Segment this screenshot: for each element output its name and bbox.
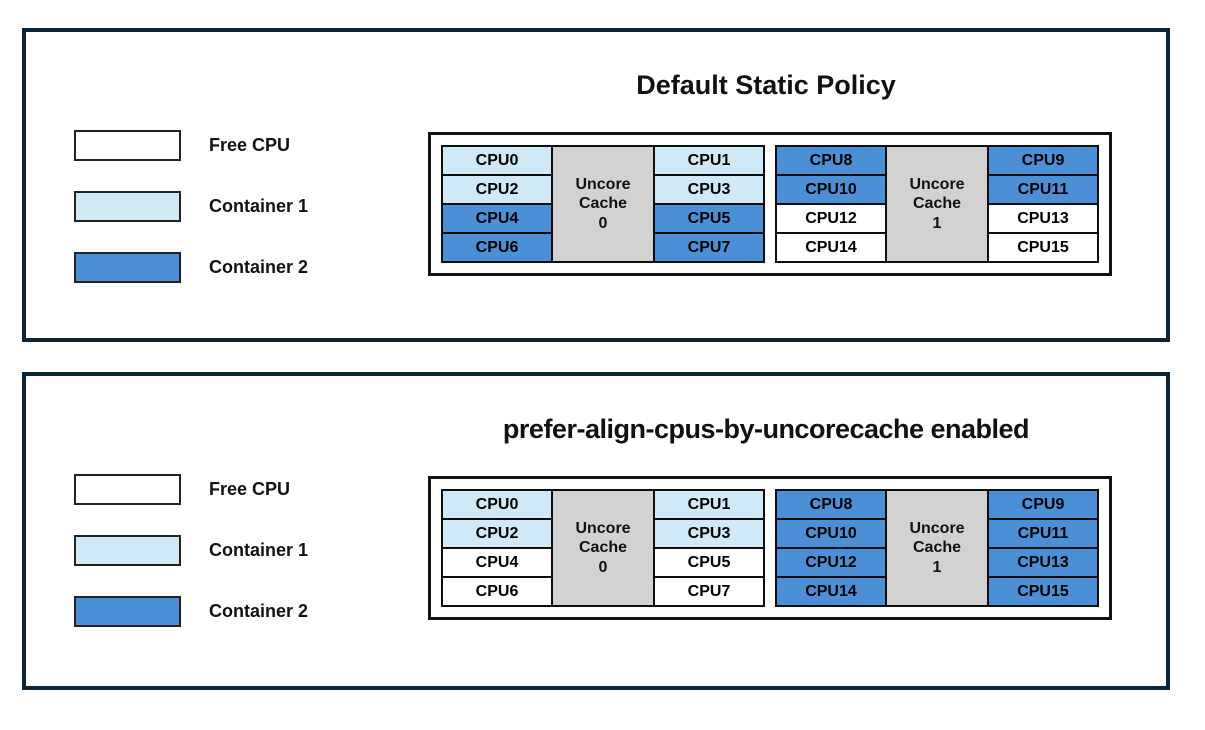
cpu-cell-cpu8: CPU8 (775, 489, 887, 520)
legend-swatch-free (74, 130, 181, 161)
legend-label: Container 2 (209, 257, 309, 277)
cpu-cell-cpu15: CPU15 (987, 232, 1099, 263)
legend-swatch-container1 (74, 535, 181, 566)
policy-panel-default-static: Default Static Policy Free CPU Container … (22, 28, 1170, 342)
panel-title: Default Static Policy (636, 70, 896, 100)
cpu-cell-cpu13: CPU13 (987, 203, 1099, 234)
cpu-cell-cpu12: CPU12 (775, 547, 887, 578)
uncore-cache-box-0: Uncore Cache 0 (551, 489, 655, 607)
legend-row-free: Free CPU (74, 474, 290, 505)
legend-row-free: Free CPU (74, 130, 290, 161)
legend-swatch-container1 (74, 191, 181, 222)
cpu-cell-cpu13: CPU13 (987, 547, 1099, 578)
cpu-cell-cpu14: CPU14 (775, 232, 887, 263)
cpu-cell-cpu6: CPU6 (441, 576, 553, 607)
panel-title: prefer-align-cpus-by-uncorecache enabled (502, 414, 1030, 444)
cpu-cell-cpu4: CPU4 (441, 203, 553, 234)
cpu-cell-cpu4: CPU4 (441, 547, 553, 578)
cpu-cell-cpu14: CPU14 (775, 576, 887, 607)
cpu-cell-cpu7: CPU7 (653, 576, 765, 607)
cpu-cell-cpu11: CPU11 (987, 518, 1099, 549)
uncore-cache-box-0: Uncore Cache 0 (551, 145, 655, 263)
cpu-cell-cpu12: CPU12 (775, 203, 887, 234)
legend-label: Container 1 (209, 540, 309, 560)
cpu-cell-cpu7: CPU7 (653, 232, 765, 263)
cpu-cell-cpu9: CPU9 (987, 145, 1099, 176)
cpu-cell-cpu10: CPU10 (775, 174, 887, 205)
legend-label: Container 1 (209, 196, 309, 216)
cpu-cell-cpu11: CPU11 (987, 174, 1099, 205)
cpu-cell-cpu1: CPU1 (653, 145, 765, 176)
cpu-cell-cpu6: CPU6 (441, 232, 553, 263)
cpu-cell-cpu5: CPU5 (653, 203, 765, 234)
legend-row-container1: Container 1 (74, 191, 308, 222)
cpu-cell-cpu5: CPU5 (653, 547, 765, 578)
legend-label: Container 2 (209, 601, 309, 621)
legend-row-container2: Container 2 (74, 252, 308, 283)
cpu-cell-cpu8: CPU8 (775, 145, 887, 176)
cpu-cell-cpu9: CPU9 (987, 489, 1099, 520)
cpu-cell-cpu2: CPU2 (441, 174, 553, 205)
uncore-cache-box-1: Uncore Cache 1 (885, 489, 989, 607)
cpu-cell-cpu3: CPU3 (653, 174, 765, 205)
cpu-cell-cpu0: CPU0 (441, 489, 553, 520)
legend-row-container2: Container 2 (74, 596, 308, 627)
policy-panel-prefer-align-uncorecache: prefer-align-cpus-by-uncorecache enabled… (22, 372, 1170, 690)
legend-label: Free CPU (209, 479, 291, 499)
uncore-cache-box-1: Uncore Cache 1 (885, 145, 989, 263)
cpu-cell-cpu1: CPU1 (653, 489, 765, 520)
cpu-cell-cpu10: CPU10 (775, 518, 887, 549)
cpu-cell-cpu2: CPU2 (441, 518, 553, 549)
legend-label: Free CPU (209, 135, 291, 155)
legend-swatch-container2 (74, 596, 181, 627)
cpu-cell-cpu3: CPU3 (653, 518, 765, 549)
legend-row-container1: Container 1 (74, 535, 308, 566)
cpu-cell-cpu0: CPU0 (441, 145, 553, 176)
legend-swatch-free (74, 474, 181, 505)
legend-swatch-container2 (74, 252, 181, 283)
cpu-cell-cpu15: CPU15 (987, 576, 1099, 607)
